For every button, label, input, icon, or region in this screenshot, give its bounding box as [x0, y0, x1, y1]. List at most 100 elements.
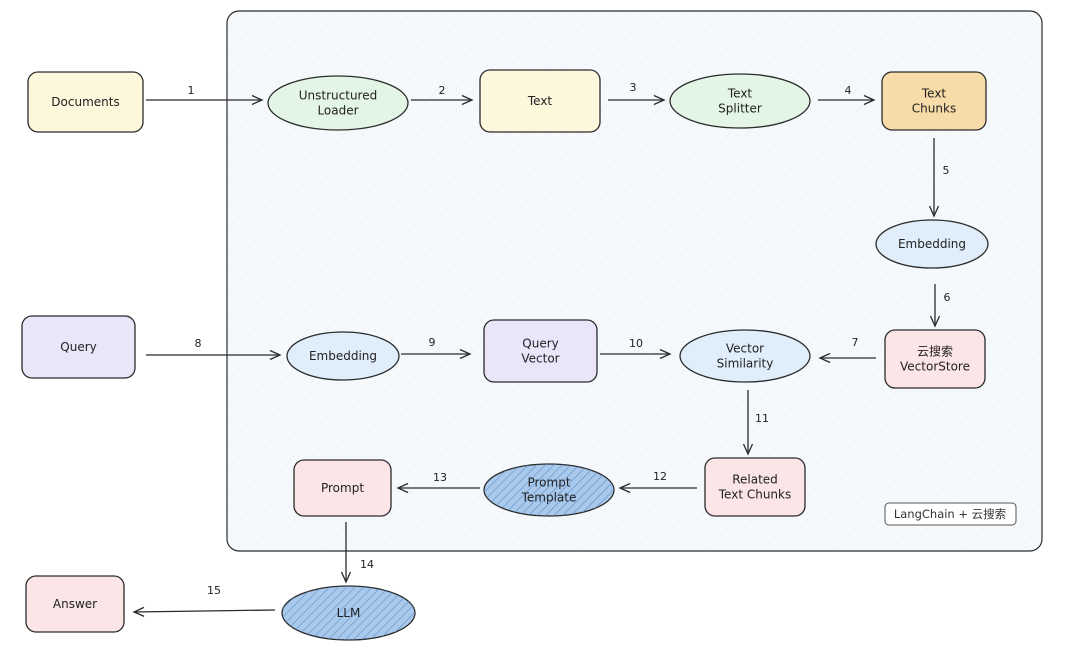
node-label: Query — [60, 340, 96, 354]
node-embedding-doc: Embedding — [875, 219, 989, 269]
arrowhead — [818, 352, 831, 364]
edge-embedding_query-to-query_vector: 9 — [401, 336, 472, 360]
node-label: 云搜索 — [917, 344, 953, 359]
langchain-container: LangChain + 云搜索 — [226, 10, 1043, 552]
edge-label: 10 — [629, 337, 643, 350]
node-label: Documents — [51, 95, 119, 109]
node-prompt: Prompt — [293, 459, 392, 517]
node-label: Text — [527, 94, 553, 108]
node-label: VectorStore — [900, 360, 970, 374]
node-shape — [286, 331, 400, 381]
node-shape — [704, 457, 806, 517]
edge-label: 5 — [943, 164, 950, 177]
arrowhead — [659, 348, 672, 360]
edge-query-to-embedding_query: 8 — [146, 337, 282, 361]
node-shape — [21, 315, 136, 379]
node-label: Text — [727, 87, 753, 101]
edge-prompt_template-to-prompt: 13 — [396, 471, 480, 494]
edge-line — [133, 609, 276, 613]
arrowhead — [863, 94, 876, 106]
node-label: Text Chunks — [718, 488, 791, 502]
edge-text_chunks-to-embedding_doc: 5 — [928, 138, 950, 218]
node-label: Unstructured — [299, 89, 377, 103]
edge-label: 14 — [360, 558, 374, 571]
node-label: Similarity — [717, 357, 774, 371]
edge-text_splitter-to-text_chunks: 4 — [818, 84, 876, 106]
edge-label: 2 — [439, 84, 446, 97]
edge-label: 13 — [433, 471, 447, 484]
node-shape — [881, 71, 987, 131]
node-label: Splitter — [718, 102, 762, 116]
arrowhead — [459, 348, 472, 360]
edge-unstructured_loader-to-text: 2 — [411, 84, 474, 106]
arrowhead — [251, 94, 264, 106]
edge-label: 15 — [207, 584, 221, 597]
node-label: Loader — [317, 104, 358, 118]
container-tag: LangChain + 云搜索 — [894, 507, 1006, 521]
node-label: Template — [521, 491, 577, 505]
edge-label: 11 — [755, 412, 769, 425]
node-hatch — [282, 586, 415, 640]
edge-text-to-text_splitter: 3 — [608, 81, 666, 106]
edge-label: 9 — [429, 336, 436, 349]
node-label: Embedding — [898, 237, 966, 251]
node-shape — [27, 71, 144, 133]
node-llm: LLM — [281, 585, 416, 641]
node-shape — [293, 459, 392, 517]
edge-label: 1 — [188, 84, 195, 97]
edge-prompt-to-llm: 14 — [340, 522, 374, 584]
node-shape — [267, 75, 409, 131]
arrowhead — [653, 94, 666, 106]
edge-label: 6 — [944, 291, 951, 304]
edge-embedding_doc-to-vectorstore: 6 — [929, 284, 951, 328]
node-label: Prompt — [321, 481, 364, 495]
node-hatch — [484, 464, 614, 516]
node-shape — [25, 575, 125, 633]
node-label: LLM — [337, 606, 361, 620]
arrowhead — [618, 482, 631, 494]
edge-label: 7 — [852, 336, 859, 349]
arrowhead — [269, 349, 282, 361]
node-shape — [884, 329, 986, 389]
edge-vector_similarity-to-related_chunks: 11 — [742, 390, 769, 456]
node-label: Chunks — [912, 102, 956, 116]
node-label: Answer — [53, 597, 97, 611]
node-label: Prompt — [527, 476, 570, 490]
edge-query_vector-to-vector_similarity: 10 — [600, 337, 672, 360]
node-shape — [669, 73, 811, 129]
arrowhead — [132, 606, 145, 617]
arrowhead — [461, 94, 474, 106]
arrowhead — [340, 571, 352, 584]
arrowhead — [742, 443, 754, 456]
edge-label: 12 — [653, 470, 667, 483]
edge-llm-to-answer: 15 — [132, 584, 276, 617]
node-label: Embedding — [309, 349, 377, 363]
container-tag-box — [884, 502, 1017, 526]
arrowhead — [396, 482, 409, 494]
node-label: Vector — [521, 352, 559, 366]
edge-vectorstore-to-vector_similarity: 7 — [818, 336, 876, 364]
edge-related_chunks-to-prompt_template: 12 — [618, 470, 697, 494]
node-shape — [679, 329, 811, 383]
edge-documents-to-unstructured_loader: 1 — [146, 84, 264, 106]
arrowhead — [929, 315, 941, 328]
arrowhead — [928, 205, 940, 218]
node-embedding-query: Embedding — [286, 331, 400, 381]
node-label: Vector — [726, 342, 764, 356]
node-label: Query — [522, 337, 558, 351]
node-shape — [483, 319, 598, 383]
node-label: Related — [732, 473, 778, 487]
edge-label: 8 — [195, 337, 202, 350]
container-hatch — [228, 12, 1041, 550]
